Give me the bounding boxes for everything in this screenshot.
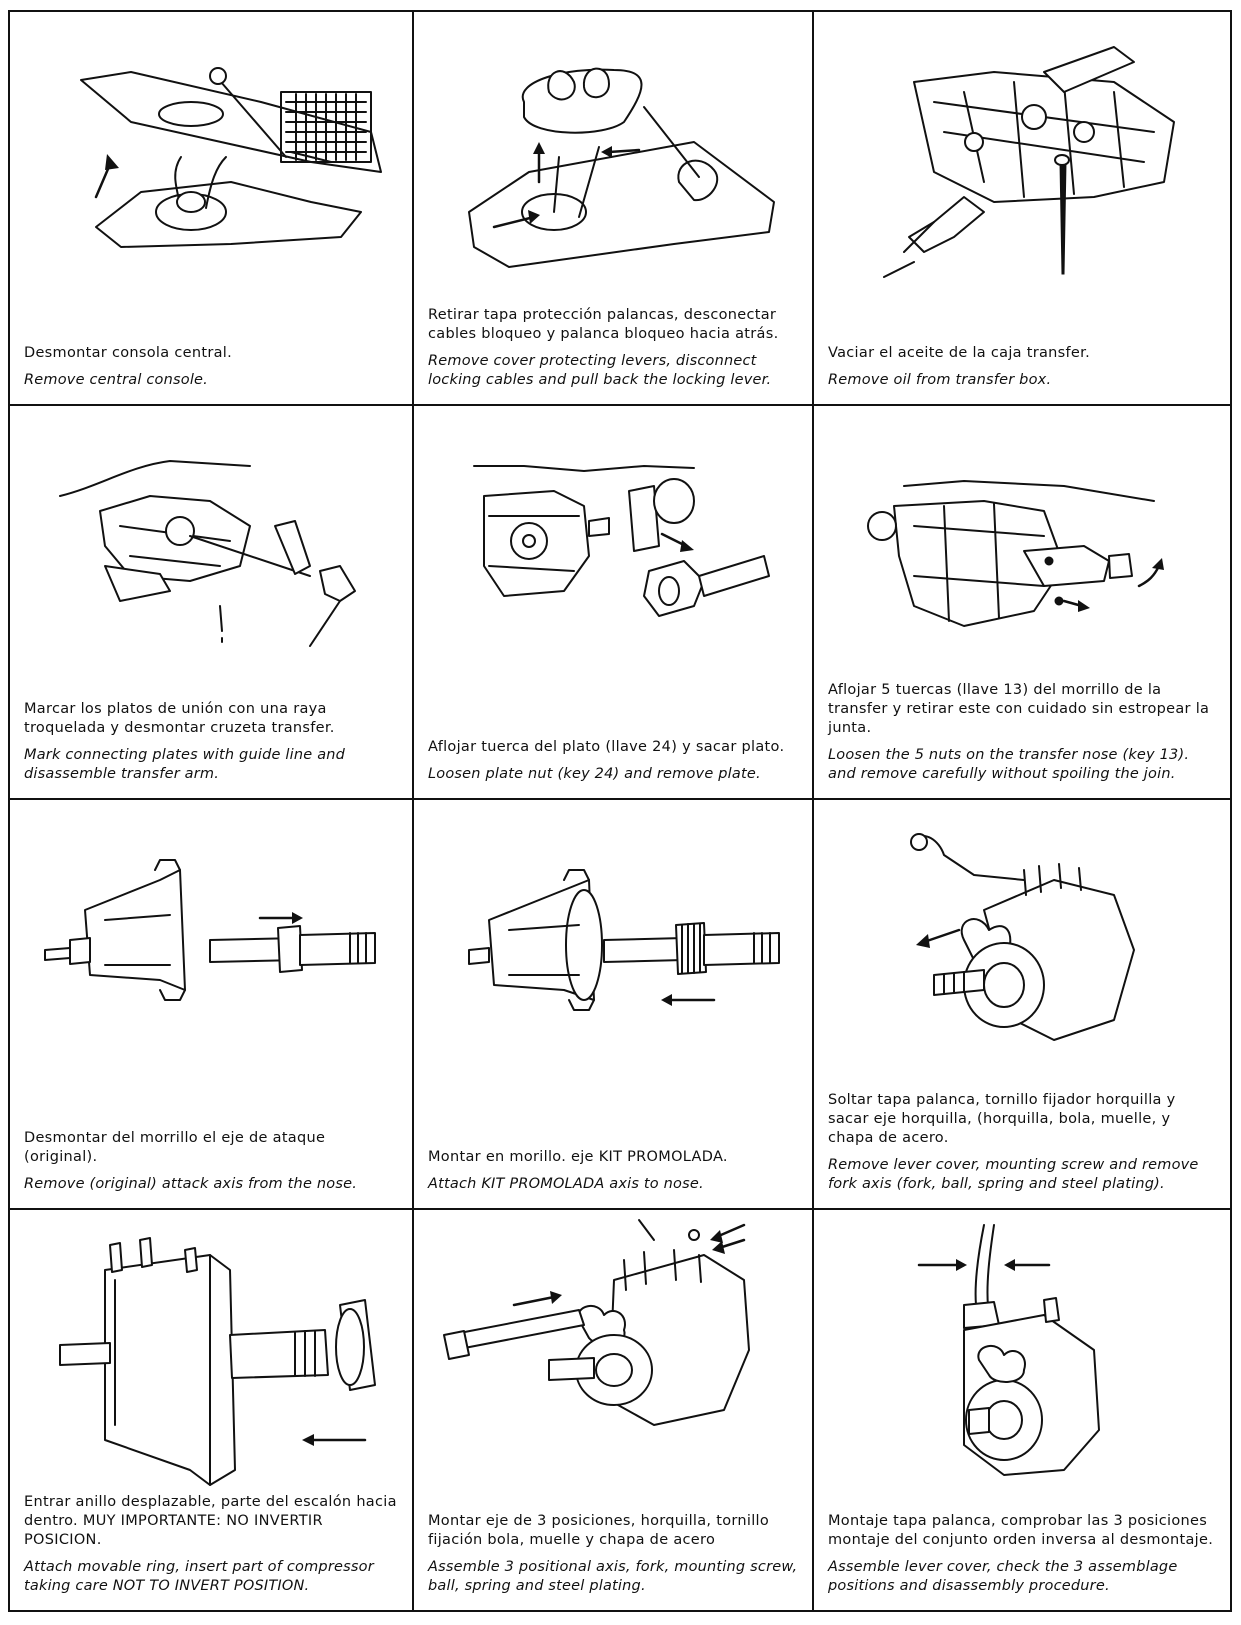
step-caption: Aflojar tuerca del plato (llave 24) y sa… [428, 738, 800, 784]
grid-divider [8, 798, 1232, 800]
step-panel-8: Montar en morillo. eje KIT PROMOLADA. At… [414, 800, 812, 1208]
step-text-es: Montar eje de 3 posiciones, horquilla, t… [428, 1513, 770, 1548]
step-text-en: Remove lever cover, mounting screw and r… [828, 1157, 1199, 1192]
step-panel-7: Desmontar del morrillo el eje de ataque … [10, 800, 412, 1208]
step-text-es: Entrar anillo desplazable, parte del esc… [24, 1494, 397, 1548]
step-text-en: Remove oil from transfer box. [828, 372, 1052, 388]
transfer-nose-illustration [814, 406, 1230, 666]
step-caption: Montaje tapa palanca, comprobar las 3 po… [828, 1512, 1218, 1596]
step-text-en: Remove (original) attack axis from the n… [24, 1176, 358, 1192]
step-panel-1: Desmontar consola central. Remove centra… [10, 12, 412, 404]
lever-assembly-illustration [814, 1210, 1230, 1500]
step-panel-4: Marcar los platos de unión con una raya … [10, 406, 412, 798]
step-text-en: Loosen plate nut (key 24) and remove pla… [428, 766, 761, 782]
step-text-es: Montaje tapa palanca, comprobar las 3 po… [828, 1513, 1214, 1548]
step-caption: Desmontar del morrillo el eje de ataque … [24, 1129, 400, 1194]
step-caption: Retirar tapa protección palancas, descon… [428, 306, 800, 390]
fork-axis-illustration [814, 800, 1230, 1060]
oil-drain-illustration [814, 12, 1230, 292]
step-panel-2: Retirar tapa protección palancas, descon… [414, 12, 812, 404]
step-text-en: Remove central console. [24, 372, 208, 388]
panel-grid [8, 10, 1232, 1612]
transfer-arm-illustration [10, 406, 412, 666]
step-text-es: Montar en morillo. eje KIT PROMOLADA. [428, 1149, 728, 1165]
step-text-es: Aflojar 5 tuercas (llave 13) del morrill… [828, 682, 1210, 736]
step-text-en: Remove cover protecting levers, disconne… [428, 353, 772, 388]
kit-axis-attach-illustration [414, 800, 812, 1080]
step-text-es: Desmontar consola central. [24, 345, 233, 361]
step-text-es: Aflojar tuerca del plato (llave 24) y sa… [428, 739, 785, 755]
step-text-es: Marcar los platos de unión con una raya … [24, 701, 335, 736]
attack-axis-remove-illustration [10, 800, 412, 1080]
step-panel-9: Soltar tapa palanca, tornillo fijador ho… [814, 800, 1230, 1208]
grid-divider [812, 10, 814, 1612]
step-caption: Marcar los platos de unión con una raya … [24, 700, 400, 784]
step-text-es: Desmontar del morrillo el eje de ataque … [24, 1130, 326, 1165]
lever-cover-illustration [414, 12, 812, 292]
step-panel-12: Montaje tapa palanca, comprobar las 3 po… [814, 1210, 1230, 1610]
step-panel-3: Vaciar el aceite de la caja transfer. Re… [814, 12, 1230, 404]
step-text-es: Retirar tapa protección palancas, descon… [428, 307, 779, 342]
grid-divider [412, 10, 414, 1612]
step-caption: Entrar anillo desplazable, parte del esc… [24, 1493, 400, 1596]
step-caption: Aflojar 5 tuercas (llave 13) del morrill… [828, 681, 1218, 784]
step-caption: Montar en morillo. eje KIT PROMOLADA. At… [428, 1148, 800, 1194]
step-text-en: Attach KIT PROMOLADA axis to nose. [428, 1176, 704, 1192]
instruction-sheet: Desmontar consola central. Remove centra… [8, 10, 1232, 1612]
step-text-es: Vaciar el aceite de la caja transfer. [828, 345, 1090, 361]
step-panel-5: Aflojar tuerca del plato (llave 24) y sa… [414, 406, 812, 798]
step-caption: Montar eje de 3 posiciones, horquilla, t… [428, 1512, 800, 1596]
step-caption: Desmontar consola central. Remove centra… [24, 344, 400, 390]
step-caption: Vaciar el aceite de la caja transfer. Re… [828, 344, 1218, 390]
console-illustration [10, 12, 412, 262]
grid-divider [8, 404, 1232, 406]
plate-nut-illustration [414, 406, 812, 666]
step-text-en: Assemble lever cover, check the 3 assemb… [828, 1559, 1178, 1594]
step-text-es: Soltar tapa palanca, tornillo fijador ho… [828, 1092, 1176, 1146]
step-text-en: Loosen the 5 nuts on the transfer nose (… [828, 747, 1190, 782]
step-text-en: Attach movable ring, insert part of comp… [24, 1559, 374, 1594]
step-panel-6: Aflojar 5 tuercas (llave 13) del morrill… [814, 406, 1230, 798]
grid-divider [8, 1208, 1232, 1210]
step-panel-11: Montar eje de 3 posiciones, horquilla, t… [414, 1210, 812, 1610]
movable-ring-illustration [10, 1210, 412, 1500]
three-position-axis-illustration [414, 1210, 812, 1500]
step-text-en: Assemble 3 positional axis, fork, mounti… [428, 1559, 798, 1594]
step-text-en: Mark connecting plates with guide line a… [24, 747, 346, 782]
step-panel-10: Entrar anillo desplazable, parte del esc… [10, 1210, 412, 1610]
step-caption: Soltar tapa palanca, tornillo fijador ho… [828, 1091, 1218, 1194]
